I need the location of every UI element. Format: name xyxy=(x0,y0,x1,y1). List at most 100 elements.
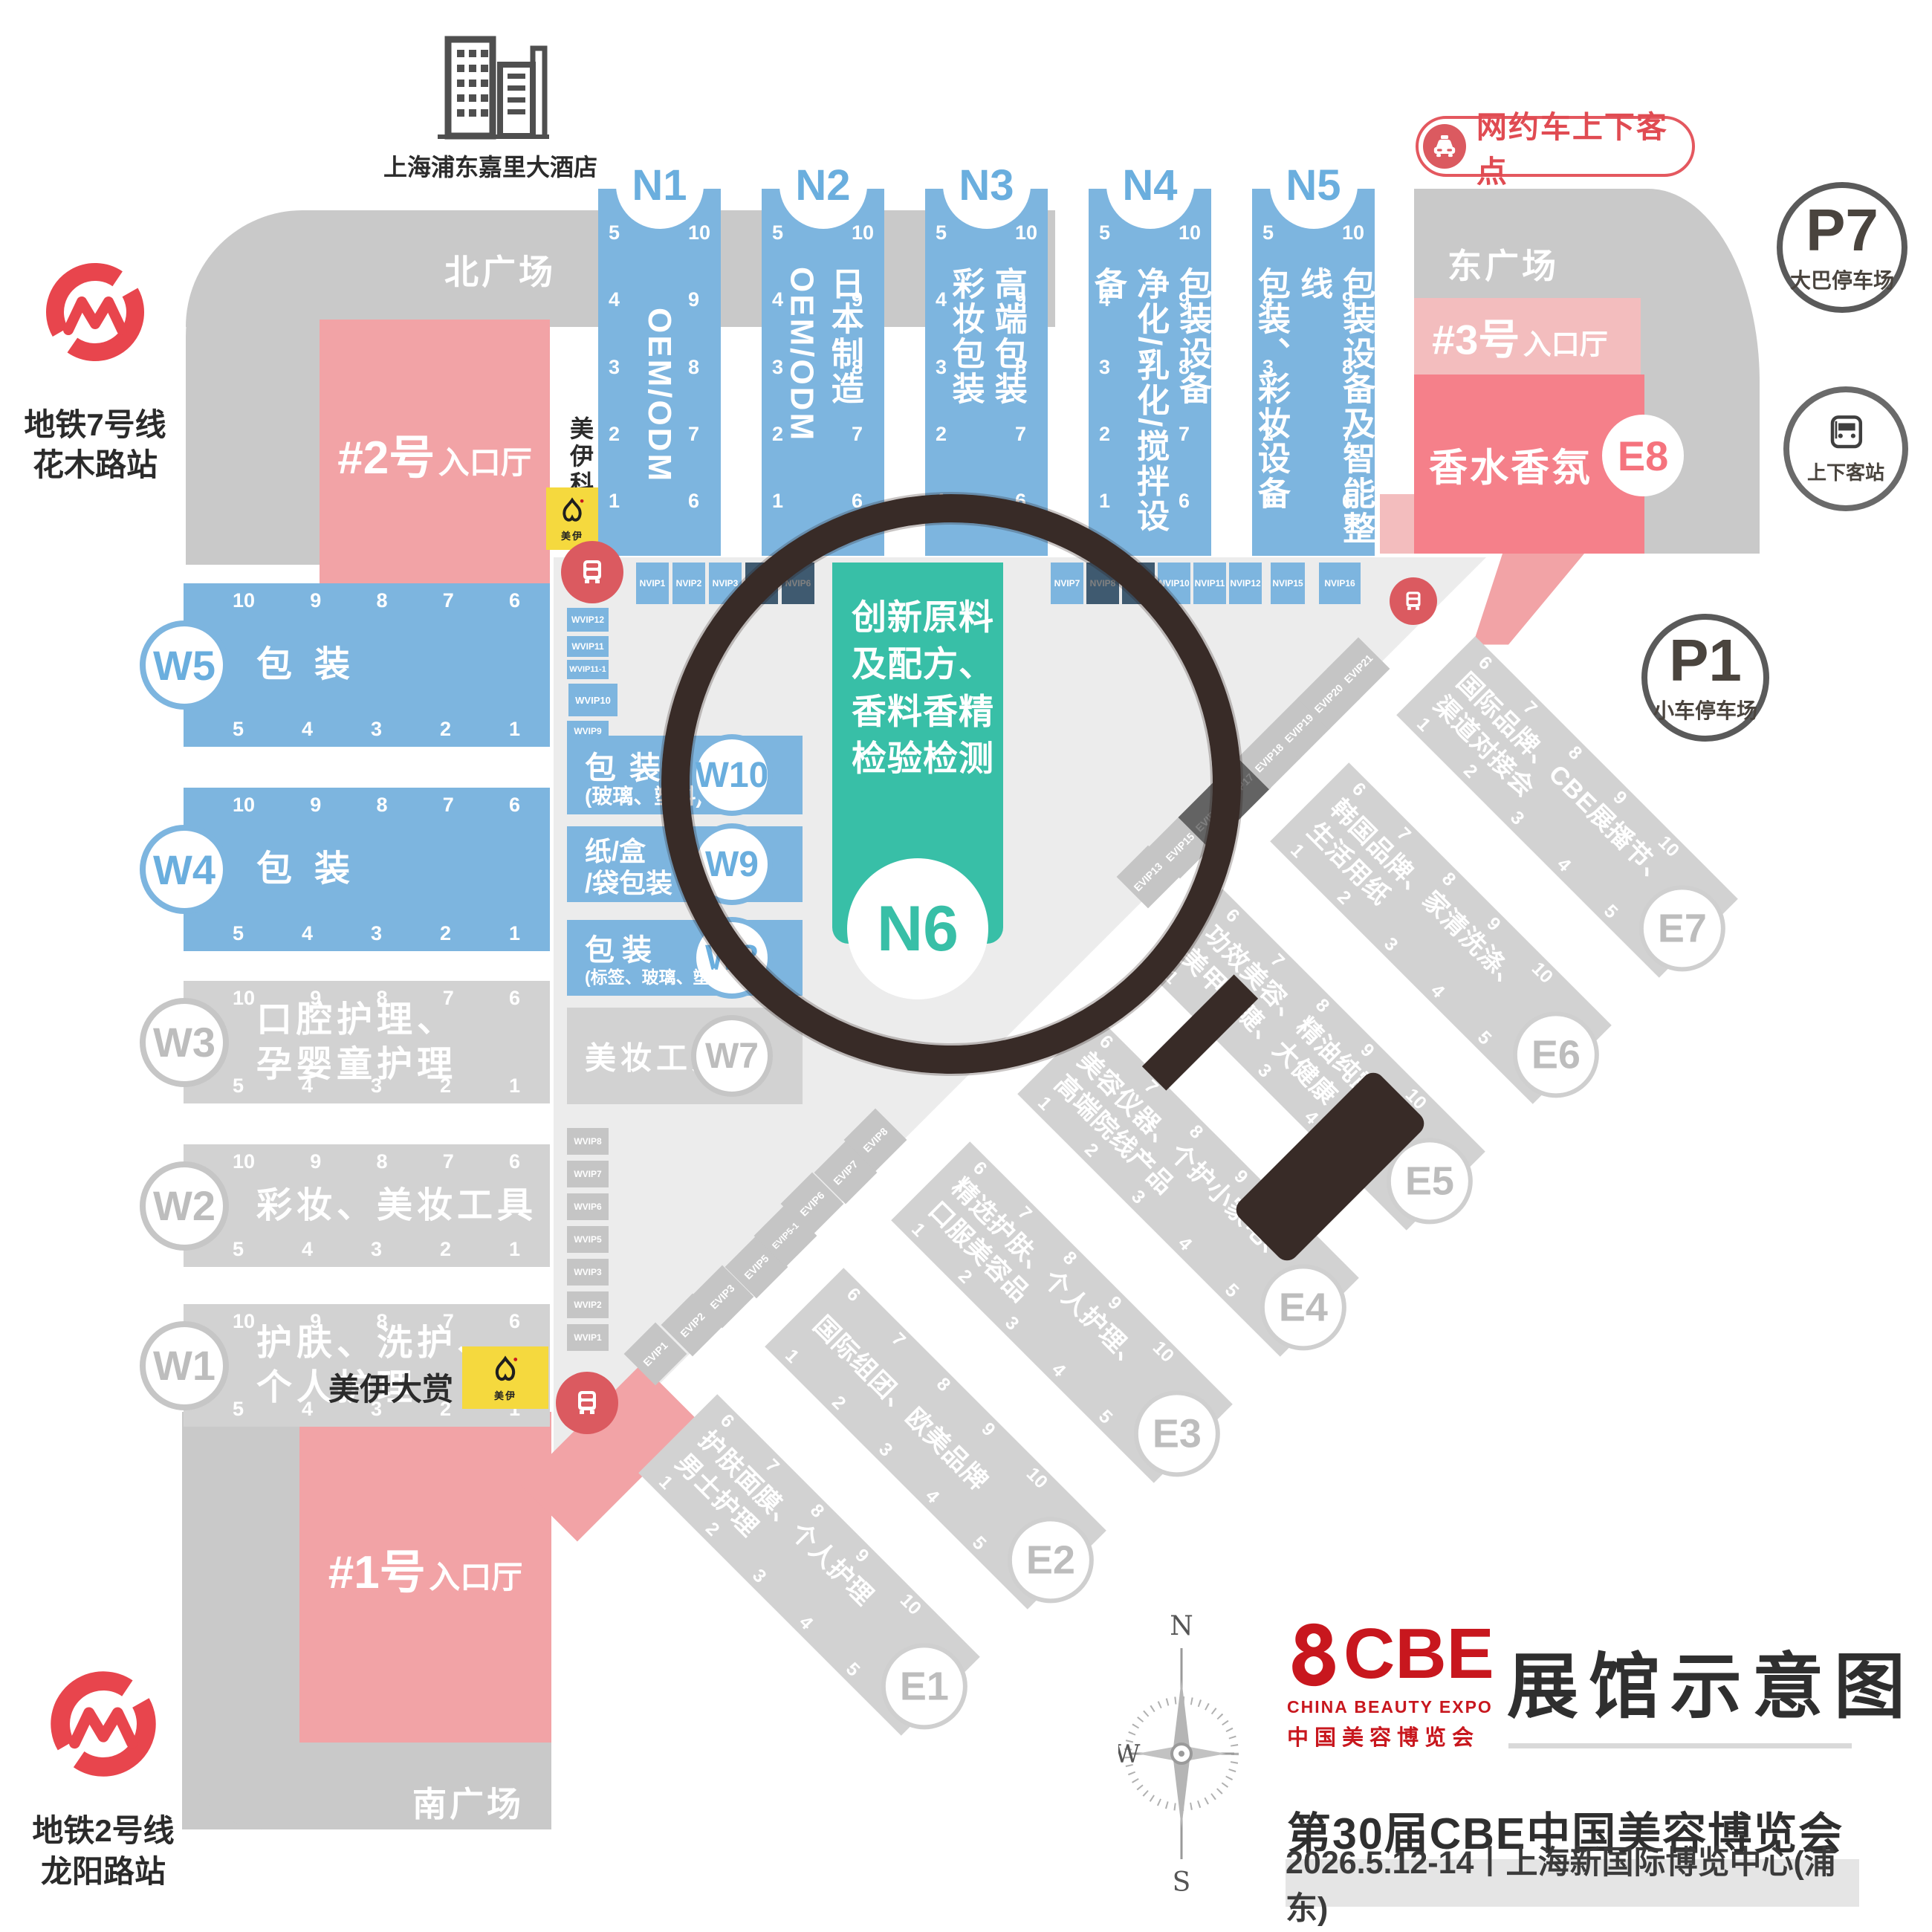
hotel-label: 上海浦东嘉里大酒店 xyxy=(383,154,597,181)
ride-hailing-badge: 网约车上下客点 xyxy=(1416,110,1695,189)
wvip-box: WVIP11-1 xyxy=(567,660,609,679)
gate-number: 5 xyxy=(233,1398,244,1420)
hall-n1-label: OEM/ODM xyxy=(641,308,678,484)
gate-number: 3 xyxy=(1262,355,1274,378)
gate-number: 6 xyxy=(687,490,699,512)
gate-number: 2 xyxy=(439,922,451,944)
cbe-logo-sub-en: CHINA BEAUTY EXPO xyxy=(1287,1697,1493,1717)
hall-e3-label: 精选护肤、个人护理、 口服美容品 xyxy=(922,1173,1150,1377)
nvip-box: NVIP10 xyxy=(1158,563,1190,604)
map-title: 展馆示意图 xyxy=(1507,1647,1916,1727)
gate-number: 4 xyxy=(301,1238,314,1260)
hall-n2-badge: N2 xyxy=(779,141,867,229)
taxi-stop-icon xyxy=(561,541,623,603)
gate-number: 9 xyxy=(1178,288,1190,311)
east-plaza-label: 东广场 xyxy=(1448,247,1559,285)
gate-number: 8 xyxy=(1341,355,1353,378)
hall-w8-sub: (标签、玻璃、塑料) xyxy=(585,967,733,987)
gate-number: 4 xyxy=(936,288,947,311)
gate-number: 10 xyxy=(233,1150,256,1173)
parking-p1: P1 小车停车场 xyxy=(1641,614,1769,742)
meiyi-award-logo: 美伊 xyxy=(462,1346,548,1409)
gate-number: 10 xyxy=(1178,221,1201,244)
gate-number: 5 xyxy=(233,1074,244,1097)
gate-number: 6 xyxy=(1178,490,1190,512)
hall-e1-badge: E1 xyxy=(881,1643,967,1730)
taxi-icon xyxy=(1423,124,1466,169)
gate-number: 6 xyxy=(851,490,863,512)
entrance-1-label: #1号 入口厅 xyxy=(328,1547,523,1598)
gate-number: 10 xyxy=(1148,1337,1179,1367)
gate-number: 4 xyxy=(301,718,314,740)
entrance-hall-1: #1号 入口厅 xyxy=(299,1412,551,1743)
hall-n3-badge: N3 xyxy=(942,141,1031,229)
hall-w7-badge: W7 xyxy=(691,1015,773,1097)
gate-number: 7 xyxy=(851,422,863,445)
parking-p7: P7 大巴停车场 xyxy=(1777,182,1907,313)
hall-n4-label: 包装设备 净化/乳化/搅拌设备 xyxy=(1089,267,1211,534)
gate-number: 4 xyxy=(609,288,620,311)
gate-number: 9 xyxy=(1341,288,1353,311)
bus-stop-icon-bottom xyxy=(556,1372,618,1434)
hall-w8-label: 包装 xyxy=(585,934,659,967)
south-road-bottom xyxy=(182,1743,551,1829)
gate-number: 2 xyxy=(439,718,451,740)
hall-w3-label: 口腔护理、 孕婴童护理 xyxy=(256,999,458,1084)
gate-number: 10 xyxy=(1527,958,1557,988)
gate-number: 2 xyxy=(609,422,620,445)
gate-number: 7 xyxy=(1014,422,1026,445)
gate-number: 2 xyxy=(1262,422,1274,445)
gate-number: 5 xyxy=(841,1658,864,1681)
gate-number: 5 xyxy=(936,221,947,244)
nvip-box: NVIP15 xyxy=(1271,563,1305,604)
wvip-box: WVIP3 xyxy=(567,1259,609,1286)
gate-number: 1 xyxy=(772,490,784,512)
gate-number: 8 xyxy=(932,1373,955,1396)
gate-number: 4 xyxy=(1099,288,1111,311)
wvip-box: WVIP10 xyxy=(568,684,617,716)
gate-number: 5 xyxy=(1094,1405,1117,1428)
hall-e2-badge: E2 xyxy=(1007,1517,1094,1604)
cbe-flower-icon xyxy=(1292,1623,1335,1687)
hall-n5-label: 包装设备及智能整线 包装、彩妆设备 xyxy=(1252,267,1375,546)
gate-number: 1 xyxy=(1099,490,1111,512)
hall-e8-label: 香水香氛 xyxy=(1429,447,1593,490)
gate-number: 2 xyxy=(828,1392,850,1414)
gate-number: 6 xyxy=(508,589,520,612)
gate-number: 3 xyxy=(772,355,784,378)
gate-number: 7 xyxy=(442,794,454,816)
gate-number: 9 xyxy=(310,1150,322,1173)
nvip-box: NVIP11 xyxy=(1193,563,1226,604)
gate-number: 3 xyxy=(370,1238,382,1260)
hall-n2-label: 日本制造 OEM/ODM xyxy=(783,267,863,443)
north-plaza-label: 北广场 xyxy=(444,253,556,291)
gate-number: 7 xyxy=(442,1150,454,1173)
wvip-box: WVIP7 xyxy=(567,1161,609,1187)
gate-number: 5 xyxy=(772,221,784,244)
gate-number: 10 xyxy=(851,221,874,244)
gate-number: 1 xyxy=(508,718,520,740)
gate-number: 1 xyxy=(508,1074,520,1097)
gate-number: 9 xyxy=(1014,288,1026,311)
bus-stop-icon-right xyxy=(1390,577,1437,625)
wvip-box: WVIP8 xyxy=(567,1128,609,1155)
gate-number: 3 xyxy=(370,718,382,740)
gate-number: 9 xyxy=(977,1418,999,1441)
gate-number: 4 xyxy=(1262,288,1274,311)
gate-number: 7 xyxy=(442,987,454,1009)
gate-number: 7 xyxy=(442,589,454,612)
hall-e3-badge: E3 xyxy=(1133,1390,1220,1477)
gate-number: 1 xyxy=(508,922,520,944)
meiyi-flower-icon xyxy=(563,496,584,522)
